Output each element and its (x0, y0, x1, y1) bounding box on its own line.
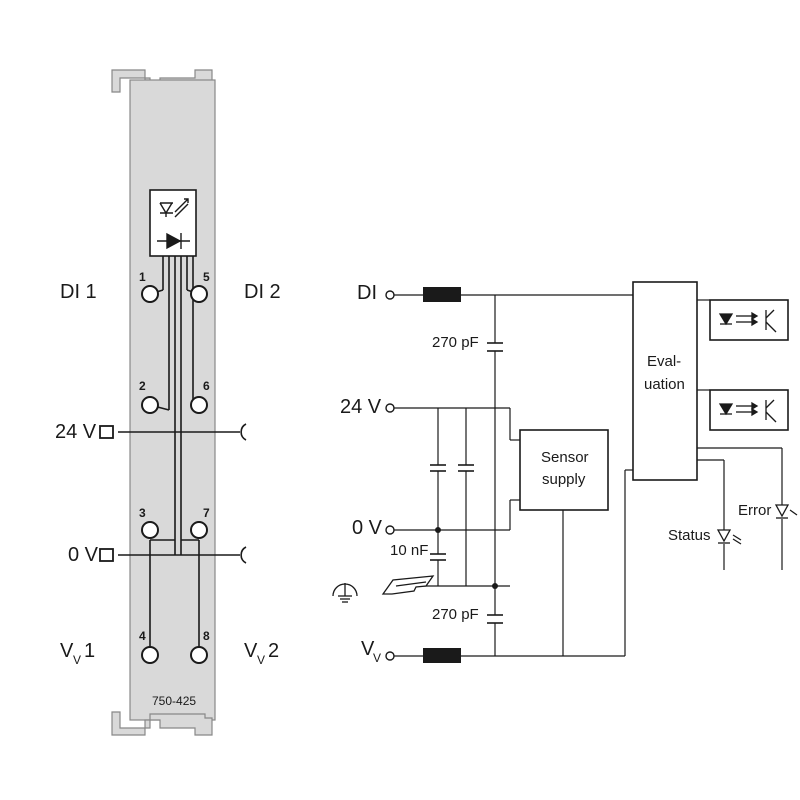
sch-label-di: DI (357, 282, 377, 304)
terminal-number: 3 (139, 506, 146, 520)
rail-bottom-hook (111, 711, 213, 736)
label-0v-left: 0 V (68, 544, 99, 566)
terminal-number: 1 (139, 270, 146, 284)
sch-label-0v: 0 V (352, 517, 383, 539)
label-vv2: V (244, 640, 258, 662)
capacitor-plates (430, 342, 503, 624)
junction-dot (435, 527, 441, 533)
terminal-6[interactable] (190, 396, 208, 414)
cap-label-mid: 10 nF (390, 542, 428, 559)
module-face: 1 5 2 6 3 7 4 8 750-425 (99, 69, 247, 736)
cap-label-top: 270 pF (432, 334, 479, 351)
error-led-icon (774, 504, 798, 519)
optocoupler-box (149, 189, 197, 257)
terminal-3[interactable] (141, 521, 159, 539)
led-arrow-icon (159, 198, 189, 218)
label-vv2-sub: V (257, 653, 265, 667)
internal-wires (118, 256, 240, 652)
choke-di (423, 287, 461, 302)
sch-label-24v: 24 V (340, 396, 382, 418)
evaluation-label-1: Eval- (647, 353, 681, 370)
terminal-8[interactable] (190, 646, 208, 664)
bus-24v-terminal (99, 425, 114, 439)
terminal-number: 8 (203, 629, 210, 643)
label-vv1-sub: V (73, 653, 81, 667)
terminal-2[interactable] (141, 396, 159, 414)
sch-label-vv-sub: V (373, 651, 381, 665)
label-24v-left: 24 V (55, 421, 97, 443)
label-di2: DI 2 (244, 281, 281, 303)
label-vv2-num: 2 (268, 640, 279, 662)
cap-label-bottom: 270 pF (432, 606, 479, 623)
diode-icon (157, 232, 190, 250)
sensor-supply-label-2: supply (542, 471, 586, 488)
part-number: 750-425 (152, 694, 196, 708)
terminal-number: 2 (139, 379, 146, 393)
ground-icon (332, 583, 358, 603)
terminal-number: 4 (139, 629, 146, 643)
evaluation-label-2: uation (644, 376, 685, 393)
terminal-7[interactable] (190, 521, 208, 539)
terminal-number: 5 (203, 270, 210, 284)
error-label: Error (738, 502, 771, 519)
choke-vv (423, 648, 461, 663)
schematic: DI 24 V 0 V V V (332, 281, 798, 665)
schematic-wires (394, 294, 783, 657)
junction-dot (492, 583, 498, 589)
terminal-number: 6 (203, 379, 210, 393)
bus-24v-contact (240, 423, 247, 441)
din-rail-icon (381, 575, 435, 595)
terminal-4[interactable] (141, 646, 159, 664)
sensor-supply-label-1: Sensor (541, 449, 589, 466)
label-di1: DI 1 (60, 281, 97, 303)
label-vv1-num: 1 (84, 640, 95, 662)
optocoupler-output-2 (709, 389, 789, 431)
terminal-1[interactable] (141, 285, 159, 303)
terminal-number: 7 (203, 506, 210, 520)
label-vv1: V (60, 640, 74, 662)
sch-terminal-24v (385, 403, 395, 413)
sch-terminal-0v (385, 525, 395, 535)
optocoupler-output-1 (709, 299, 789, 341)
status-label: Status (668, 527, 711, 544)
sensor-supply-block (519, 429, 609, 511)
evaluation-block (632, 281, 698, 481)
bus-0v-contact (240, 546, 247, 564)
status-led-icon (716, 529, 742, 545)
bus-0v-terminal (99, 548, 114, 562)
sch-terminal-vv (385, 651, 395, 661)
sch-terminal-di (385, 290, 395, 300)
terminal-5[interactable] (190, 285, 208, 303)
sch-label-vv: V (361, 638, 375, 660)
